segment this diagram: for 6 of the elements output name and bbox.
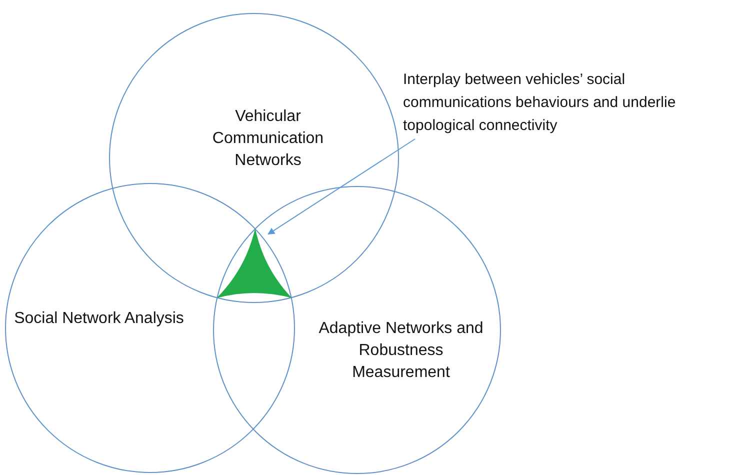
callout-text: Interplay between vehicles’ social communications behaviours and underlie topological connectivity [403,68,703,137]
highlighted-intersection [216,228,292,298]
circle-label: Vehicular Communication Networks [211,107,325,171]
leader-arrow [268,138,416,235]
circle-label: Social Network Analysis [13,309,185,329]
circle-label: Adaptive Networks and Robustness Measurement [318,319,484,383]
